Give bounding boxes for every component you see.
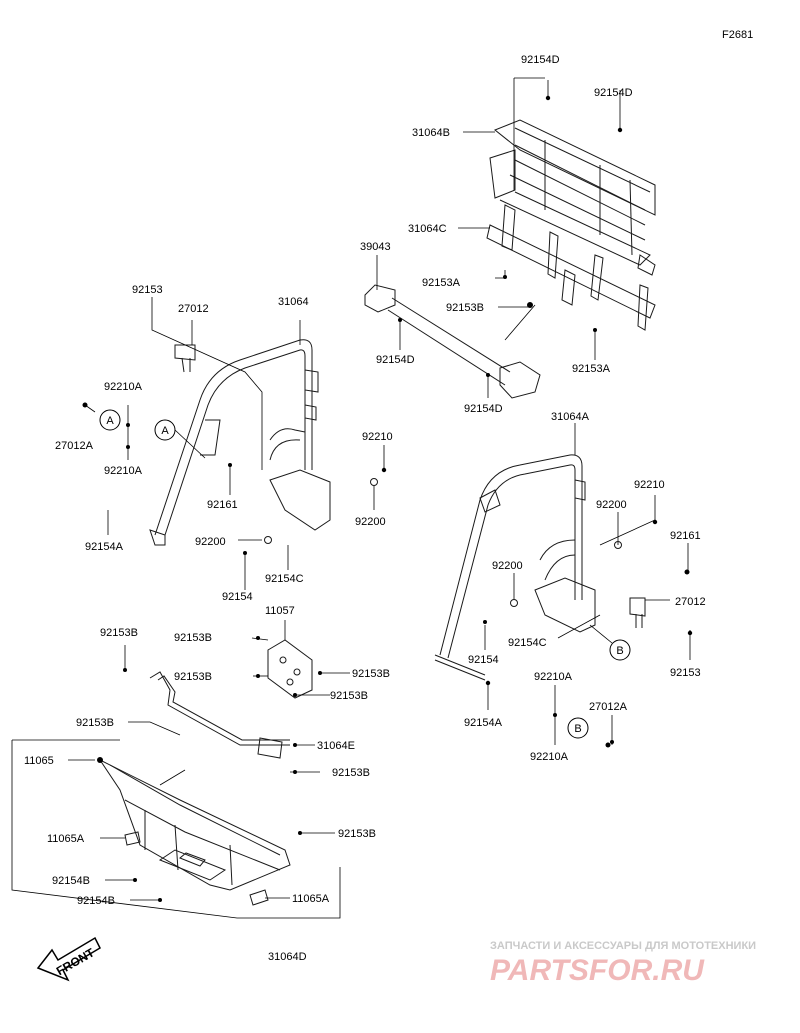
label-92153A: 92153A: [572, 363, 611, 375]
label-92153B: 92153B: [76, 717, 114, 729]
leader-lines: [68, 131, 691, 901]
label-92200: 92200: [596, 499, 627, 511]
callout-a-left: A: [99, 409, 121, 431]
label-92154A: 92154A: [85, 541, 124, 553]
label-92154C: 92154C: [265, 573, 304, 585]
right-roll-bar-31064A: [434, 454, 646, 681]
watermark-brand: PARTSFOR.RU: [490, 954, 705, 987]
label-92153B: 92153B: [330, 690, 368, 702]
label-92154: 92154: [468, 654, 499, 666]
svg-text:A: A: [106, 415, 114, 427]
label-92161: 92161: [670, 530, 701, 542]
label-92210: 92210: [634, 479, 665, 491]
label-92154C: 92154C: [508, 637, 547, 649]
label-92153B: 92153B: [338, 828, 376, 840]
label-27012: 27012: [178, 303, 209, 315]
label-31064C: 31064C: [408, 223, 447, 235]
label-92210A: 92210A: [530, 751, 569, 763]
svg-text:B: B: [616, 645, 623, 657]
figure-code: F2681: [722, 29, 753, 41]
label-27012: 27012: [675, 596, 706, 608]
label-11065: 11065: [24, 755, 54, 767]
front-bumper-31064D: [98, 758, 291, 906]
label-39043: 39043: [360, 241, 391, 253]
label-11065A: 11065A: [292, 893, 330, 905]
left-roll-bar-31064: [149, 339, 331, 546]
front-arrow: FRONT: [36, 936, 101, 982]
group-boundary-lines: [11, 77, 621, 919]
label-92154D: 92154D: [594, 87, 633, 99]
label-92210: 92210: [362, 431, 393, 443]
label-92153B: 92153B: [100, 627, 138, 639]
label-27012A: 27012A: [55, 440, 94, 452]
label-92153B: 92153B: [174, 632, 212, 644]
cross-bar-39043: [364, 284, 541, 399]
part-labels: F2681 92154D 92154D 31064B 31064C 39043 …: [24, 29, 753, 963]
label-92210A: 92210A: [104, 381, 143, 393]
label-92200: 92200: [492, 560, 523, 572]
label-92154D: 92154D: [376, 354, 415, 366]
label-92153A: 92153A: [422, 277, 461, 289]
callout-b-leader: [589, 624, 613, 644]
label-92200: 92200: [355, 516, 386, 528]
bar-31064E: [149, 671, 290, 759]
label-92154B: 92154B: [77, 895, 115, 907]
watermark: ЗАПЧАСТИ И АКСЕССУАРЫ ДЛЯ МОТОТЕХНИКИ PA…: [490, 940, 756, 987]
callout-a-mid: A: [154, 419, 176, 441]
label-92210A: 92210A: [534, 671, 573, 683]
label-31064E: 31064E: [317, 740, 355, 752]
label-92154: 92154: [222, 591, 253, 603]
svg-text:A: A: [161, 425, 169, 437]
label-92154D: 92154D: [464, 403, 503, 415]
label-31064: 31064: [278, 296, 309, 308]
label-92153: 92153: [670, 667, 701, 679]
label-92210A: 92210A: [104, 465, 143, 477]
label-92153B: 92153B: [174, 671, 212, 683]
fasteners: [82, 95, 693, 902]
label-31064B: 31064B: [412, 127, 450, 139]
rack-bracket-31064C: [486, 204, 656, 331]
label-92153B: 92153B: [446, 302, 484, 314]
label-92200: 92200: [195, 536, 226, 548]
label-31064A: 31064A: [551, 411, 590, 423]
callout-b-right: B: [567, 717, 589, 739]
watermark-tagline: ЗАПЧАСТИ И АКСЕССУАРЫ ДЛЯ МОТОТЕХНИКИ: [490, 940, 756, 952]
label-31064D: 31064D: [268, 951, 307, 963]
rear-rack-31064B: [489, 119, 656, 276]
label-11065A: 11065A: [47, 833, 85, 845]
label-92154D: 92154D: [521, 54, 560, 66]
label-92154A: 92154A: [464, 717, 503, 729]
label-92161: 92161: [207, 499, 238, 511]
bracket-11057: [267, 639, 313, 699]
svg-text:B: B: [574, 723, 581, 735]
label-11057: 11057: [265, 605, 295, 617]
label-92154B: 92154B: [52, 875, 90, 887]
callout-a-leader: [174, 429, 206, 459]
label-92153: 92153: [132, 284, 163, 296]
label-27012A: 27012A: [589, 701, 628, 713]
label-92153B: 92153B: [352, 668, 390, 680]
label-92153B: 92153B: [332, 767, 370, 779]
callout-b-mid: B: [609, 639, 631, 661]
